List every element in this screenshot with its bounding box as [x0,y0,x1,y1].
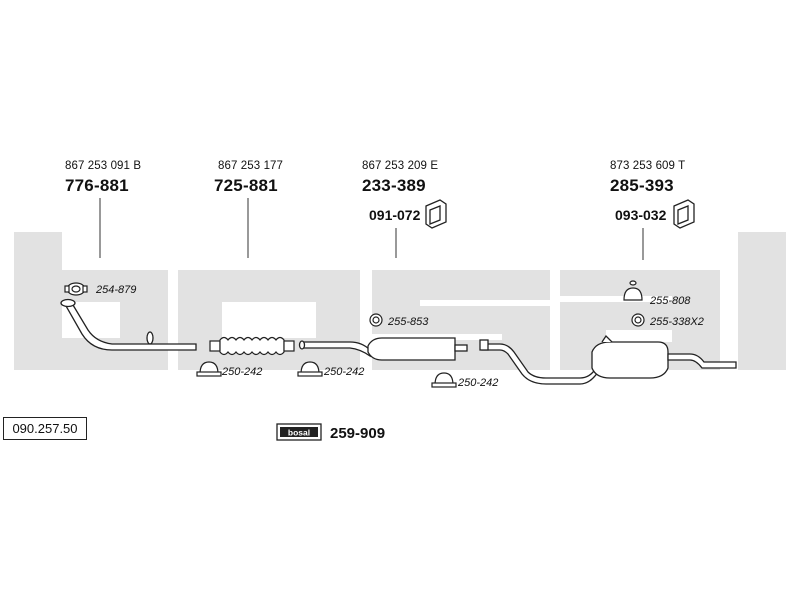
accessory-code: 255-853 [388,316,429,328]
u-clamp-icon [431,372,457,388]
leader-lines [99,198,644,260]
middle-silencer-233-389 [298,337,468,361]
accessory-code: 254-879 [96,284,137,296]
mount-number: 091-072 [369,207,421,223]
part-number: 233-389 [362,176,426,195]
u-clamp-icon [196,361,222,377]
rubber-ring-icon [631,313,645,327]
rear-silencer-285-393 [479,334,737,385]
part-number: 725-881 [214,176,278,195]
u-clamp-icon [297,361,323,377]
rubber-ring-icon [369,313,383,327]
part-number: 285-393 [610,176,674,195]
accessory-code: 255-808 [650,295,691,307]
kit-number: 259-909 [330,425,386,442]
kit-box-label: bosal [288,428,310,438]
diagram-reference: 090.257.50 [3,417,87,440]
clamp-icon [64,282,88,296]
oe-number: 873 253 609 T [610,160,686,172]
mounting-bracket-icon [425,199,447,229]
mount-number: 093-032 [615,207,667,223]
mounting-bracket-icon [673,199,695,229]
kit-box-icon: bosal [276,423,322,441]
accessory-code: 255-338X2 [650,316,704,328]
accessory-code: 250-242 [222,366,263,378]
oe-number: 867 253 091 B [65,160,142,172]
rubber-hanger-icon [623,280,643,301]
flex-pipe-725-881 [209,336,295,356]
accessory-code: 250-242 [324,366,365,378]
oe-number: 867 253 177 [218,160,284,172]
part-number: 776-881 [65,176,129,195]
accessory-code: 250-242 [458,377,499,389]
front-pipe-776-881 [60,298,197,351]
oe-number: 867 253 209 E [362,160,439,172]
